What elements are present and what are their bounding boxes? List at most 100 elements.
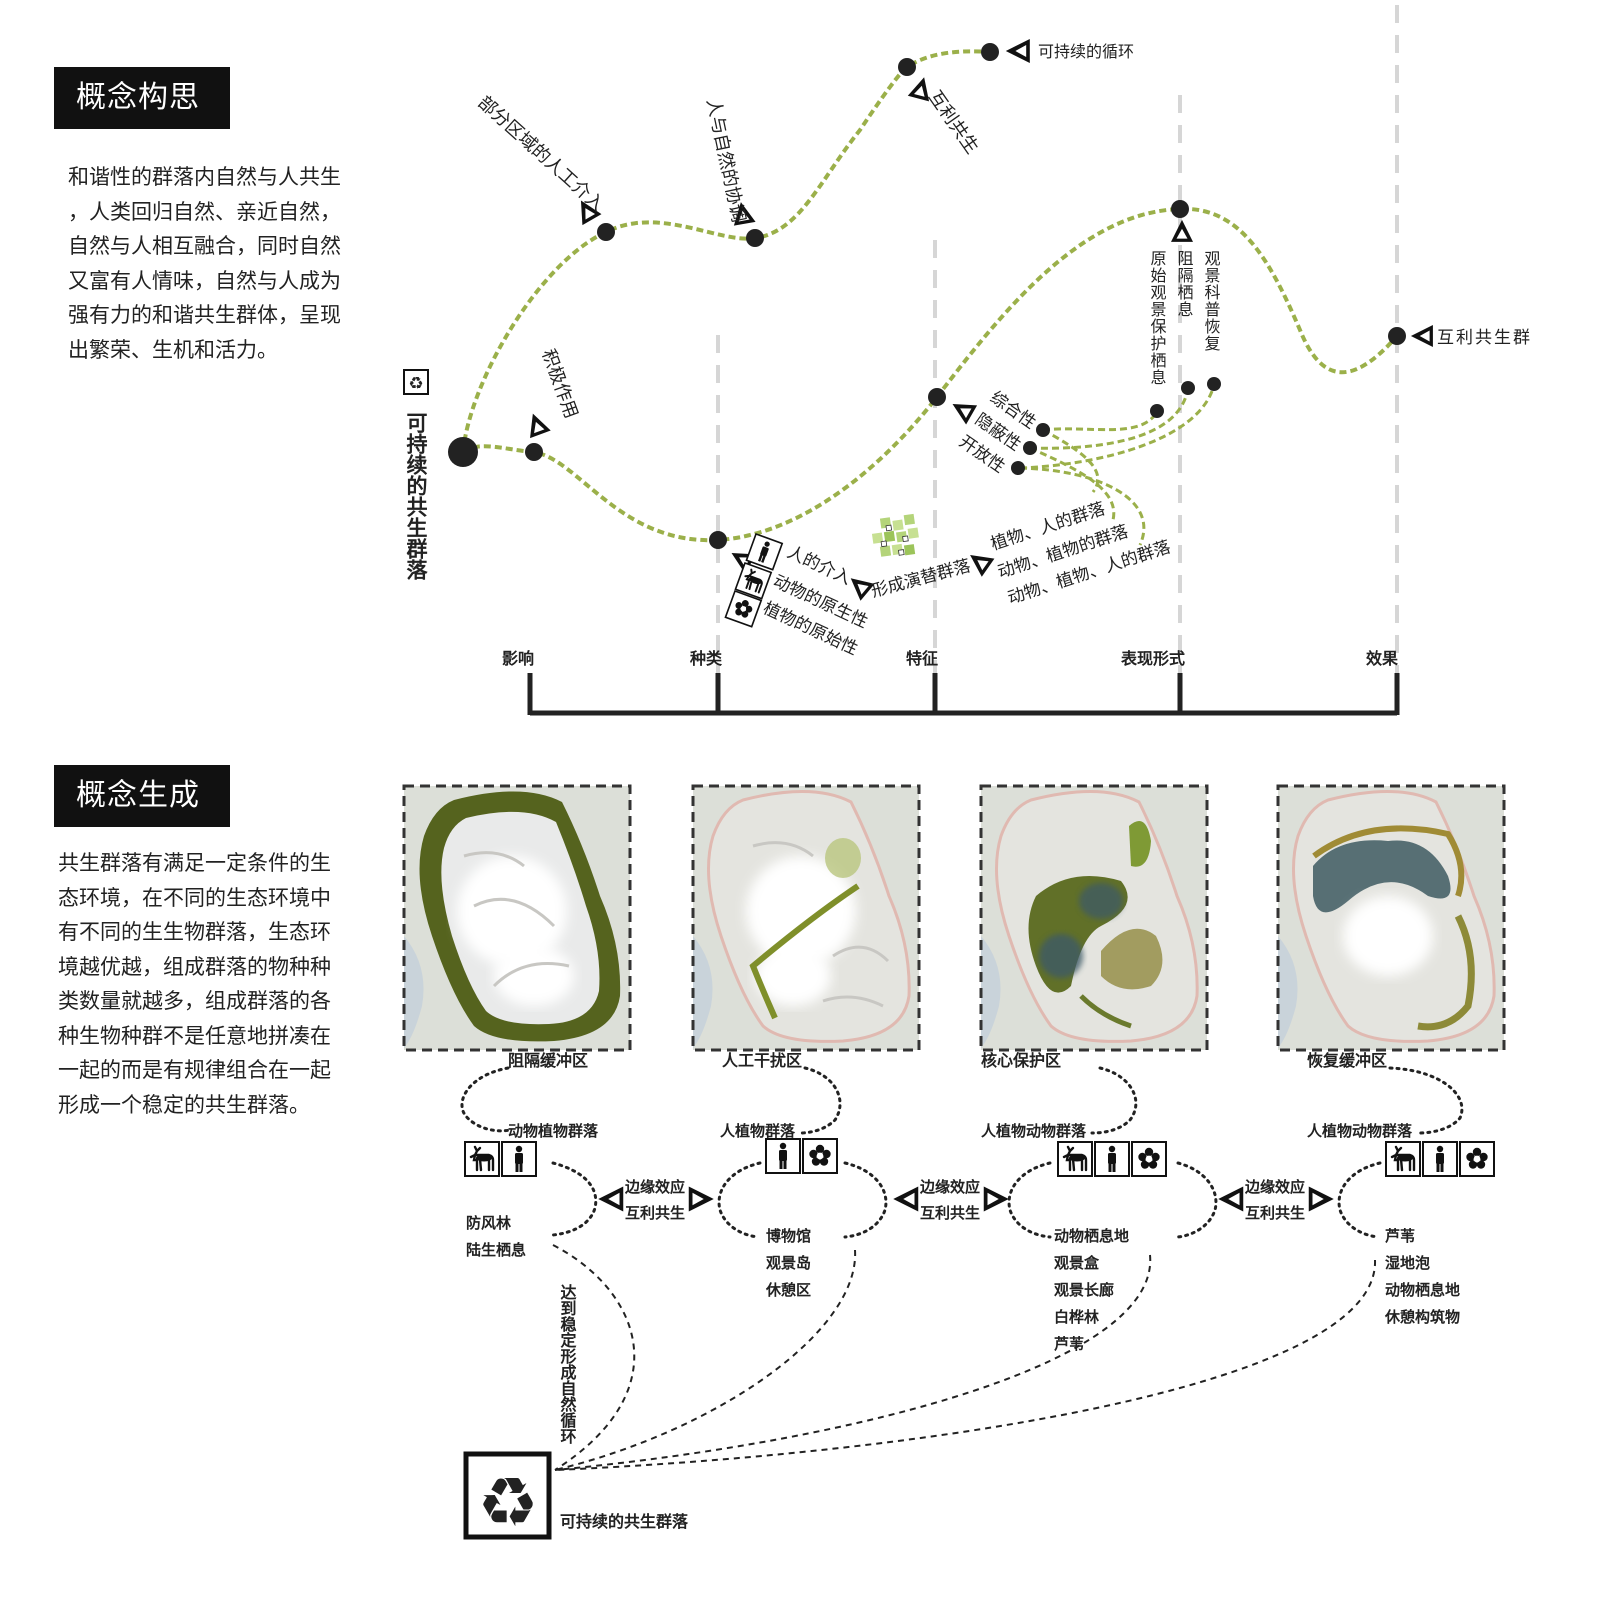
recycle-icon: ♻ — [463, 1451, 552, 1543]
zone-item: 动物栖息地 — [1385, 1281, 1460, 1299]
form-label: 原始观景保护栖息 — [1148, 250, 1167, 386]
feature-node — [1011, 461, 1025, 475]
zone-item: 防风林 — [466, 1214, 512, 1232]
community-name: 人植物群落 — [720, 1122, 796, 1140]
feature-node — [1023, 441, 1037, 455]
zone-map-2 — [691, 784, 921, 1052]
community-name: 人植物动物群落 — [1307, 1122, 1413, 1140]
zone-item: 博物馆 — [766, 1227, 811, 1245]
flow-node — [597, 223, 615, 241]
cycle-label: 达到稳定形成自然循环 — [558, 1283, 578, 1445]
triangle-marker — [1171, 219, 1193, 242]
form-label: 观景科普恢复 — [1202, 250, 1221, 352]
triangle-marker — [522, 409, 551, 439]
svg-text:♻: ♻ — [478, 1464, 539, 1543]
edge-effect-label: 互利共生 — [1245, 1204, 1305, 1222]
timeline-axis — [527, 673, 1400, 716]
axis-label: 种类 — [689, 649, 723, 668]
paragraph-line: 有不同的生生物群落，生态环 — [58, 920, 331, 944]
person-icon — [1422, 1141, 1458, 1177]
zone-item: 观景长廊 — [1054, 1281, 1114, 1299]
flow-node — [898, 58, 916, 76]
triangle-marker — [947, 394, 978, 425]
label-result: 互利共生群 — [1437, 328, 1532, 348]
zone-map-3 — [979, 784, 1209, 1052]
zone-item: 休憩区 — [765, 1281, 811, 1299]
person-icon — [745, 533, 784, 571]
zone-item: 湿地泡 — [1385, 1254, 1430, 1272]
paragraph-line: 和谐性的群落内自然与人共生 — [68, 165, 341, 189]
paragraph-line: 形成一个稳定的共生群落。 — [58, 1092, 310, 1117]
flower-icon — [802, 1138, 838, 1174]
label-positive: 积极作用 — [537, 347, 581, 422]
feature-node — [1036, 423, 1050, 437]
paragraph-line: 共生群落有满足一定条件的生 — [58, 851, 331, 875]
concept-generation-paragraph: 共生群落有满足一定条件的生 态环境，在不同的生态环境中 有不同的生生物群落，生态… — [58, 846, 331, 1122]
bottom-label: 可持续的共生群落 — [560, 1512, 689, 1531]
triangle-marker — [1410, 325, 1433, 347]
start-node — [448, 437, 478, 467]
flow-node — [709, 531, 727, 549]
zone-items: 防风林 陆生栖息 博物馆 观景岛 休憩区 动物栖息地 观景盒 观景长廊 白桦林 … — [466, 1214, 1460, 1353]
upper-path — [461, 49, 991, 453]
zone-name: 核心保护区 — [981, 1051, 1061, 1070]
flow-node — [746, 229, 764, 247]
paragraph-line: 又富有人情味，自然与人成为 — [68, 268, 341, 293]
feature-link — [1019, 384, 1216, 470]
convergence-lines — [552, 1244, 1377, 1471]
edge-effect-label: 互利共生 — [625, 1204, 685, 1222]
paragraph-line: 一起的而是有规律组合在一起 — [58, 1058, 331, 1082]
person-icon — [765, 1138, 801, 1174]
succession-icon — [871, 513, 919, 557]
flow-node — [1388, 327, 1406, 345]
zone-item: 动物栖息地 — [1054, 1227, 1129, 1245]
concept-idea-paragraph: 和谐性的群落内自然与人共生 ，人类回归自然、亲近自然， 自然与人相互融合，同时自… — [68, 160, 341, 367]
triangle-marker — [1005, 39, 1030, 63]
zone-item: 芦苇 — [1385, 1227, 1415, 1245]
zone-item: 陆生栖息 — [466, 1241, 526, 1259]
label-harmony: 人与自然的协调 — [702, 97, 749, 225]
label-partial-intervention: 部分区域的人工介入 — [474, 92, 608, 216]
flow-paths — [461, 49, 1399, 546]
flow-node — [1171, 200, 1189, 218]
paragraph-line: 种生物种群不是任意地拼凑在 — [58, 1023, 331, 1048]
feature-link — [1042, 428, 1100, 493]
community-name: 人植物动物群落 — [981, 1122, 1087, 1140]
feature-link — [1029, 446, 1116, 521]
flow-node — [928, 388, 946, 406]
recycle-icon-small: ♻ — [403, 369, 429, 395]
axis-label: 效果 — [1366, 649, 1398, 668]
flow-node — [525, 443, 543, 461]
form-label: 阻隔栖息 — [1175, 250, 1194, 318]
dotted-connectors — [460, 1066, 1464, 1239]
edge-effect-label: 边缘效应 — [1244, 1178, 1305, 1196]
label-cycle: 可持续的循环 — [1038, 42, 1134, 61]
zone-item: 观景岛 — [766, 1254, 811, 1272]
feature-link — [1029, 387, 1190, 450]
paragraph-line: 出繁荣、生机和活力。 — [68, 337, 278, 362]
form-node — [1150, 404, 1164, 418]
flow-node — [981, 43, 999, 61]
zone-map-4 — [1276, 784, 1506, 1052]
edge-effect-label: 边缘效应 — [624, 1178, 685, 1196]
svg-text:♻: ♻ — [408, 374, 423, 394]
paragraph-line: 强有力的和谐共生群体，呈现 — [68, 303, 341, 327]
person-icon — [1094, 1141, 1130, 1177]
paragraph-line: 态环境，在不同的生态环境中 — [58, 885, 331, 910]
section-title-concept-idea: 概念构思 — [54, 67, 230, 129]
paragraph-line: 境越优越，组成群落的物种种 — [58, 954, 331, 979]
start-label: 可持续的共生群落 — [404, 412, 428, 581]
axis-label: 表现形式 — [1120, 649, 1185, 668]
flow-nodes — [448, 43, 1406, 549]
zone-item: 芦苇 — [1054, 1335, 1084, 1353]
zone-item: 休憩构筑物 — [1384, 1308, 1460, 1326]
label-mutual: 互利共生 — [924, 87, 982, 158]
paragraph-line: ，人类回归自然、亲近自然， — [68, 199, 341, 224]
deer-icon — [1384, 1140, 1422, 1178]
form-node — [1207, 377, 1221, 391]
zone-name: 阻隔缓冲区 — [508, 1051, 588, 1070]
zone-item: 白桦林 — [1054, 1308, 1100, 1326]
edge-effect-label: 互利共生 — [920, 1204, 980, 1222]
section-title-concept-generation: 概念生成 — [54, 765, 230, 827]
